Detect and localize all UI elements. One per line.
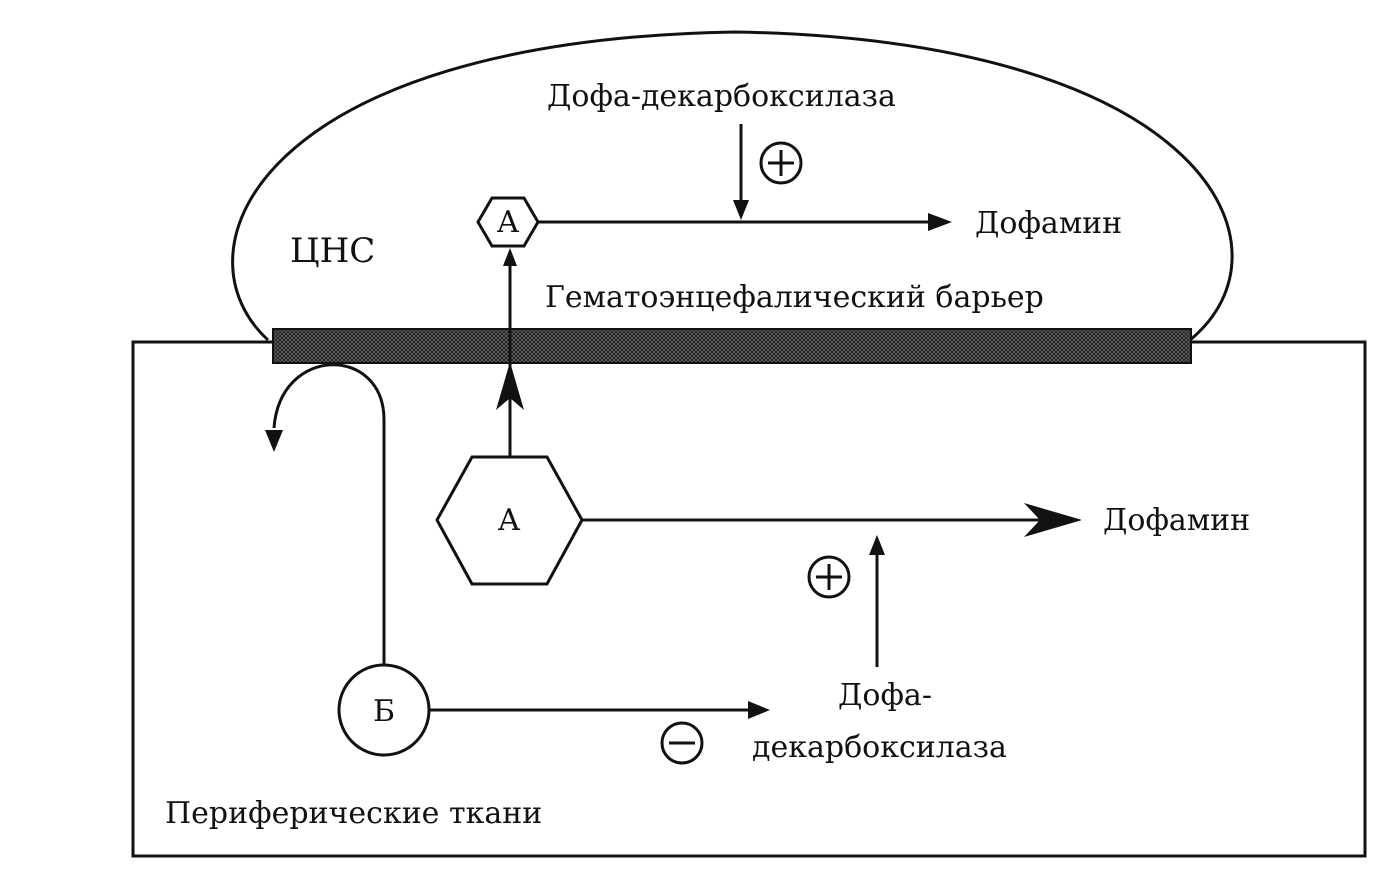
arrowhead-b-to-enzyme bbox=[748, 701, 770, 719]
enzyme-periph-label-line1: Дофа- bbox=[838, 678, 932, 713]
enzyme-periph-label-line2: декарбоксилаза bbox=[752, 730, 1007, 765]
cns-label: ЦНС bbox=[290, 231, 375, 271]
blood-brain-barrier bbox=[272, 328, 1192, 364]
arrowhead-dopamine-periph bbox=[1024, 503, 1082, 537]
cns-region bbox=[231, 30, 1234, 342]
plus-sign-cns bbox=[759, 141, 803, 185]
arrowhead-b-curve bbox=[265, 430, 283, 452]
node-b-label: Б bbox=[373, 694, 395, 729]
dopamine-cns-label: Дофамин bbox=[975, 206, 1122, 241]
arrowhead-barrier-big bbox=[496, 362, 524, 410]
arrowhead-enzyme-periph bbox=[869, 535, 885, 555]
arrowhead-dopamine-cns bbox=[928, 213, 952, 231]
plus-sign-cns-glyph bbox=[768, 150, 794, 176]
node-a-large-label: А bbox=[498, 503, 521, 538]
peripheral-label: Периферические ткани bbox=[165, 796, 542, 831]
arrow-b-curve bbox=[272, 363, 386, 665]
peripheral-region bbox=[131, 340, 1367, 858]
plus-sign-periph-glyph bbox=[816, 564, 842, 590]
node-a-small-label: А bbox=[497, 205, 520, 240]
barrier-label: Гематоэнцефалический барьер bbox=[545, 280, 1044, 315]
arrowhead-enzyme-cns bbox=[733, 200, 749, 220]
enzyme-cns-label: Дофа-декарбоксилаза bbox=[547, 79, 896, 114]
minus-sign bbox=[660, 721, 704, 765]
arrowhead-small-a bbox=[503, 248, 517, 266]
plus-sign-periph bbox=[807, 555, 851, 599]
dopamine-periph-label: Дофамин bbox=[1103, 503, 1250, 538]
